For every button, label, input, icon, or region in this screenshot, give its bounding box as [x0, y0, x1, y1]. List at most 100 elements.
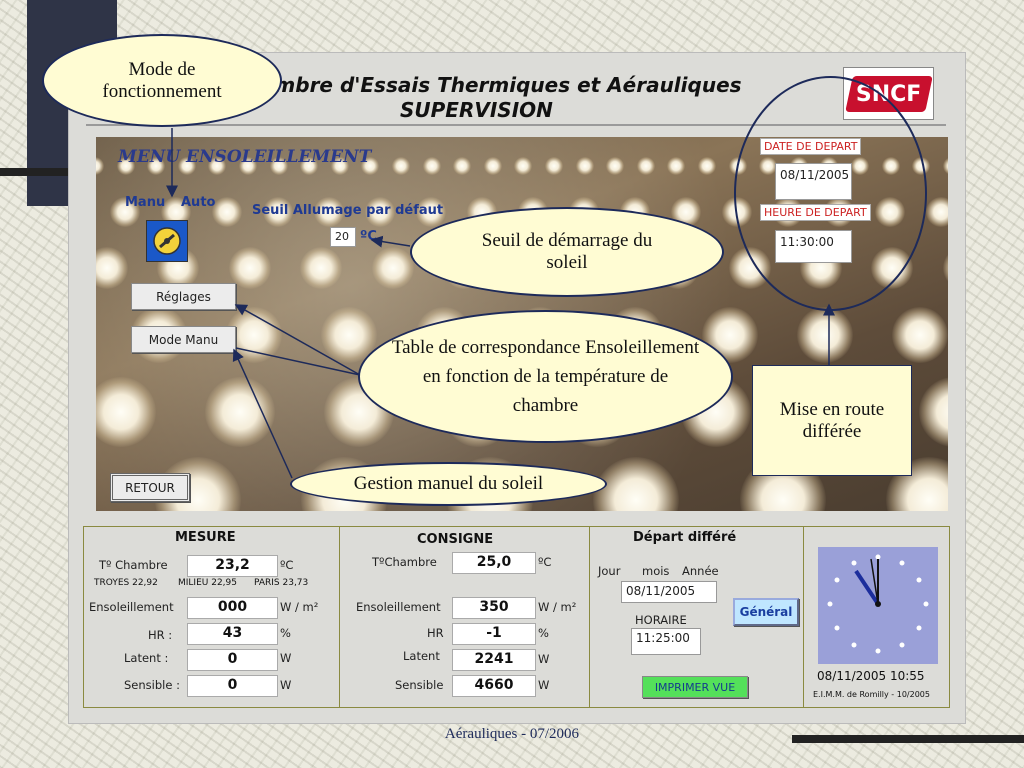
imprimer-vue-button[interactable]: IMPRIMER VUE — [642, 676, 748, 698]
sun-lamp — [263, 197, 293, 227]
callout-mode-fonctionnement: Mode de fonctionnement — [42, 34, 282, 127]
mesure-ensoleillement-label: Ensoleillement — [89, 600, 174, 614]
consigne-hr-label: HR — [427, 626, 444, 640]
sun-lamp — [116, 157, 135, 175]
menu-title: MENU ENSOLEILLEMENT — [118, 147, 372, 167]
mesure-hr-value: 43 — [187, 623, 278, 645]
callout-mise-en-route: Mise en route différée — [752, 365, 912, 476]
title-separator — [86, 124, 946, 126]
sun-lamp — [453, 157, 472, 175]
sun-lamp — [361, 157, 380, 175]
sun-lamp — [300, 157, 319, 175]
sun-lamp — [892, 307, 948, 363]
sun-lamp — [667, 157, 686, 175]
jour-label: Jour — [598, 564, 621, 578]
consigne-tchambre-value: 25,0 — [452, 552, 536, 574]
left-decor-line — [0, 168, 68, 176]
mode-manu-button[interactable]: Mode Manu — [131, 326, 236, 353]
auto-label: Auto — [181, 195, 216, 210]
sun-lamp — [330, 157, 349, 175]
mode-switch-icon — [153, 227, 181, 255]
mesure-ensoleillement-unit: W / m² — [280, 600, 319, 614]
sun-lamp — [942, 247, 948, 289]
bottom-decor-line — [792, 735, 1024, 743]
mesure-header: MESURE — [175, 530, 236, 545]
sun-lamp — [514, 157, 533, 175]
consigne-hr-value: -1 — [452, 623, 536, 645]
callout-seuil-demarrage: Seuil de démarrage du soleil — [410, 207, 724, 297]
sun-lamp — [228, 247, 271, 289]
consigne-tchambre-label: TºChambre — [372, 555, 437, 569]
callout-table-correspondance: Table de correspondance Ensoleillement e… — [358, 310, 733, 443]
analog-clock — [818, 547, 938, 664]
mesure-hr-label: HR : — [148, 628, 173, 642]
mesure-sensible-label: Sensible : — [124, 678, 180, 692]
sun-lamp — [96, 377, 156, 447]
sun-lamp — [147, 157, 166, 175]
sun-lamp — [636, 157, 655, 175]
sun-lamp — [416, 197, 446, 227]
consigne-hr-unit: % — [538, 626, 549, 640]
paris-reading: PARIS 23,73 — [254, 578, 309, 588]
depart-horaire-input[interactable]: 11:25:00 — [631, 628, 701, 655]
sun-lamp — [797, 307, 854, 363]
clock-datetime: 08/11/2005 10:55 — [817, 669, 925, 683]
mesure-tchambre-unit: ºC — [280, 558, 294, 572]
mesure-sensible-unit: W — [280, 678, 292, 692]
sun-lamp — [300, 247, 343, 289]
mesure-latent-unit: W — [280, 651, 292, 665]
sun-lamp — [698, 157, 716, 175]
mode-toggle-button[interactable] — [146, 220, 188, 262]
sun-lamp — [314, 197, 344, 227]
sun-lamp — [212, 197, 242, 227]
sun-lamp — [392, 157, 410, 175]
seuil-input[interactable]: 20 — [330, 227, 356, 247]
consigne-latent-unit: W — [538, 652, 550, 666]
consigne-header: CONSIGNE — [417, 532, 494, 547]
reglages-button[interactable]: Réglages — [131, 283, 236, 310]
sun-lamp — [205, 377, 275, 447]
consigne-sensible-label: Sensible — [395, 678, 444, 692]
sun-lamp — [422, 157, 441, 175]
sun-lamp — [545, 157, 563, 175]
sun-lamp — [942, 157, 948, 175]
mesure-sensible-value: 0 — [187, 675, 278, 697]
sun-lamp — [371, 247, 414, 289]
mesure-hr-unit: % — [280, 626, 291, 640]
sun-lamp — [177, 157, 196, 175]
retour-button[interactable]: RETOUR — [110, 473, 190, 502]
consigne-latent-value: 2241 — [452, 649, 536, 671]
depart-date-input[interactable]: 08/11/2005 — [621, 581, 717, 603]
mois-label: mois — [642, 564, 670, 578]
consigne-sensible-unit: W — [538, 678, 550, 692]
sun-lamp — [239, 157, 257, 175]
mesure-ensoleillement-value: 000 — [187, 597, 278, 619]
sun-lamp — [483, 157, 502, 175]
sun-lamp — [269, 157, 288, 175]
consigne-ensoleillement-label: Ensoleillement — [356, 600, 441, 614]
depart-header: Départ différé — [633, 530, 737, 545]
mesure-tchambre-label: Tº Chambre — [99, 558, 168, 572]
general-button[interactable]: Général — [733, 598, 799, 626]
clock-credit: E.I.M.M. de Romilly - 10/2005 — [813, 690, 930, 699]
consigne-sensible-value: 4660 — [452, 675, 536, 697]
sun-lamp — [110, 197, 140, 227]
consigne-latent-label: Latent — [403, 649, 440, 663]
slide-footer: Aérauliques - 07/2006 — [444, 726, 580, 742]
mesure-tchambre-value: 23,2 — [187, 555, 278, 577]
mesure-latent-value: 0 — [187, 649, 278, 671]
callout-gestion-manuel: Gestion manuel du soleil — [290, 462, 607, 506]
sun-lamp — [606, 157, 625, 175]
horaire-label: HORAIRE — [635, 613, 687, 627]
consigne-ensoleillement-unit: W / m² — [538, 600, 577, 614]
clock-face-icon — [827, 554, 929, 654]
sun-lamp — [208, 157, 227, 175]
consigne-tchambre-unit: ºC — [538, 555, 552, 569]
seuil-label: Seuil Allumage par défaut — [252, 203, 444, 218]
window-subtitle: SUPERVISION — [400, 98, 553, 122]
consigne-ensoleillement-value: 350 — [452, 597, 536, 619]
annee-label: Année — [682, 564, 719, 578]
sun-lamp — [575, 157, 594, 175]
